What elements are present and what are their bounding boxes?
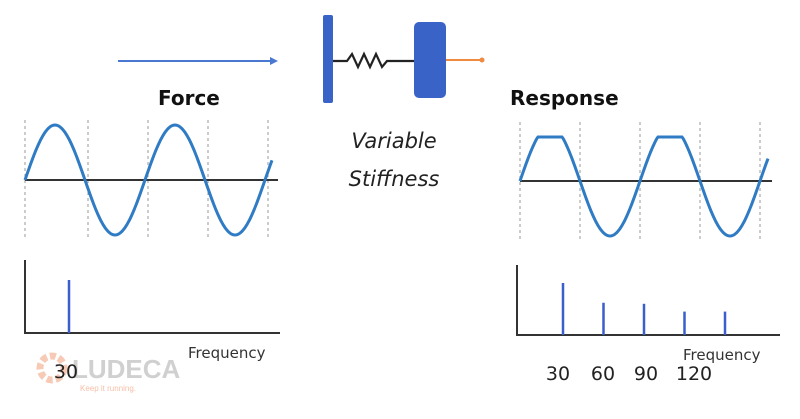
- response-waveform: [518, 122, 772, 242]
- force-title: Force: [158, 86, 220, 110]
- response-tick-120: 120: [676, 363, 712, 385]
- stiffness-label: Stiffness: [349, 167, 440, 191]
- response-title: Response: [510, 86, 619, 110]
- response-tick-90: 90: [634, 363, 658, 385]
- svg-text:Keep it running.: Keep it running.: [80, 384, 136, 393]
- response-tick-60: 60: [591, 363, 615, 385]
- response-spectrum: [516, 265, 780, 336]
- svg-text:LUDECA: LUDECA: [72, 354, 181, 384]
- fixed-wall: [323, 15, 333, 103]
- ludeca-logo: LUDECA Keep it running.: [36, 352, 181, 393]
- mass-block: [414, 22, 446, 98]
- frequency-axis-label-right: Frequency: [683, 346, 761, 364]
- output-arrow: [446, 57, 485, 63]
- force-waveform: [23, 120, 278, 240]
- spring: [333, 51, 414, 70]
- frequency-axis-label-left: Frequency: [188, 344, 266, 362]
- input-arrow: [118, 57, 278, 65]
- force-tick-30: 30: [54, 361, 78, 383]
- force-spectrum: [24, 260, 280, 334]
- response-tick-30: 30: [546, 363, 570, 385]
- variable-label: Variable: [351, 129, 436, 153]
